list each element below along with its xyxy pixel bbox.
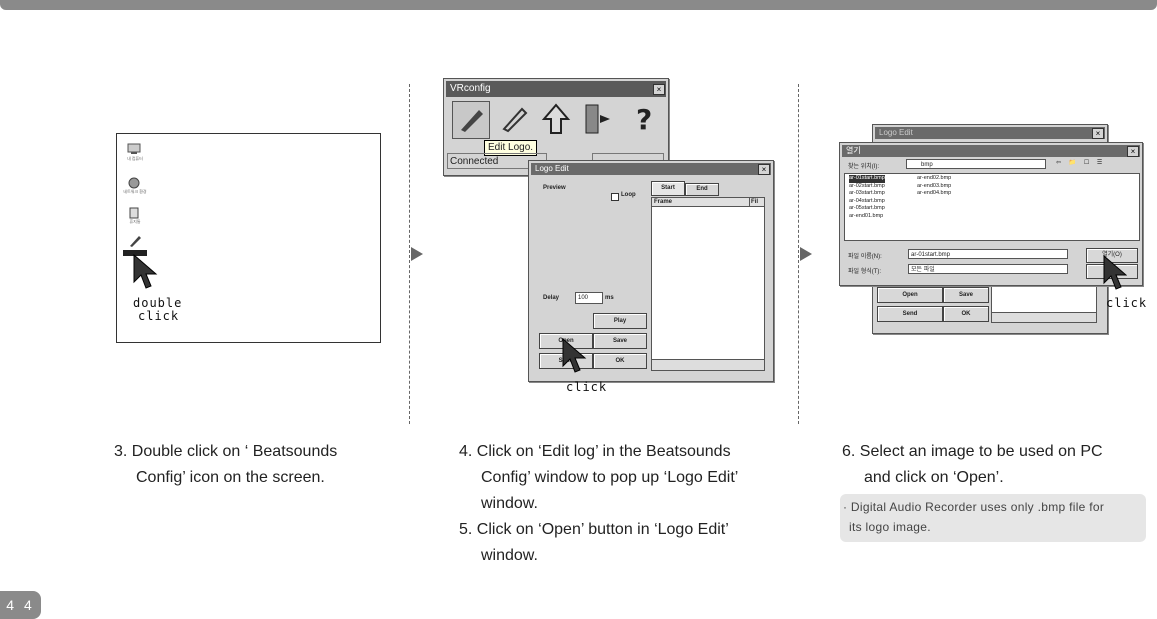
file-item[interactable]: ar-05start.bmp [849, 205, 885, 212]
desktop-icon-label: 내 컴퓨터 [127, 156, 143, 161]
click-annotation: click [1106, 296, 1148, 310]
panel-divider-1 [409, 84, 410, 424]
tab-start[interactable]: Start [651, 181, 685, 196]
file-list-column-2: ar-end02.bmp ar-end03.bmp ar-end04.bmp [917, 175, 951, 198]
network-icon[interactable] [127, 176, 143, 190]
file-list-column-1: ar-01start.bmp ar-02start.bmp ar-03start… [849, 175, 885, 221]
delay-unit: ms [605, 295, 614, 301]
click-annotation: click [566, 380, 608, 394]
mouse-cursor-icon [133, 254, 158, 289]
close-icon[interactable]: × [1127, 146, 1139, 157]
step-arrow-icon [800, 247, 812, 261]
frame-list[interactable]: Frame Fil [651, 197, 765, 371]
open-dialog-titlebar: 열기 [842, 145, 1140, 157]
mouse-cursor-icon [1103, 255, 1127, 290]
recycle-bin-icon[interactable] [127, 206, 143, 220]
look-in-select[interactable]: bmp [906, 159, 1046, 169]
logo-edit-behind-titlebar: Logo Edit [875, 127, 1105, 139]
preview-label: Preview [543, 185, 566, 191]
frame-list[interactable] [991, 285, 1097, 323]
file-item[interactable]: ar-end02.bmp [917, 175, 952, 181]
loop-checkbox[interactable] [611, 193, 619, 201]
edit-logo-button[interactable] [452, 101, 490, 139]
save-button[interactable]: Save [593, 333, 647, 349]
step-6-caption: 6. Select an image to be used on PC and … [842, 439, 1103, 491]
vrconfig-toolbar: ? [450, 101, 660, 141]
caption-line: 5. Click on ‘Open’ button in ‘Logo Edit’ [459, 521, 729, 538]
ok-button[interactable]: OK [593, 353, 647, 369]
open-file-dialog: 열기 × 찾는 위치(I): bmp ⇦ 📁 ☐ ☰ ar-01start.bm… [839, 142, 1143, 286]
file-name-input[interactable]: ar-01start.bmp [908, 249, 1068, 259]
caption-line: Config’ icon on the screen. [136, 469, 325, 486]
vrconfig-titlebar: VRconfig [446, 81, 666, 97]
step-3-caption: 3. Double click on ‘ Beatsounds Config’ … [114, 439, 337, 491]
logo-edit-title: Logo Edit [535, 164, 569, 173]
caption-line: Config’ window to pop up ‘Logo Edit’ [481, 469, 739, 486]
play-button[interactable]: Play [593, 313, 647, 329]
file-name-label: 파일 이름(N): [848, 254, 882, 260]
step-arrow-icon [411, 247, 423, 261]
panel-divider-2 [798, 84, 799, 424]
logo-edit-titlebar: Logo Edit [531, 163, 771, 175]
page-number: 4 4 [0, 591, 41, 619]
double-click-annotation: double click [133, 296, 183, 323]
desktop-screenshot: 내 컴퓨터 네트워크 환경 휴지통 double click [116, 133, 381, 343]
horizontal-scrollbar[interactable] [992, 312, 1096, 322]
close-icon[interactable]: × [653, 84, 665, 95]
top-decorative-bar [0, 0, 1157, 10]
file-item[interactable]: ar-end01.bmp [849, 212, 884, 219]
file-item[interactable]: ar-03start.bmp [849, 190, 885, 197]
caption-line: 6. Select an image to be used on PC [842, 443, 1103, 460]
save-button[interactable]: Save [943, 287, 989, 303]
horizontal-scrollbar[interactable] [652, 359, 764, 370]
pencil-icon[interactable] [496, 101, 532, 137]
open-button[interactable]: Open [877, 287, 943, 303]
loop-label: Loop [621, 192, 636, 198]
file-item[interactable]: ar-end03.bmp [917, 182, 952, 189]
file-item[interactable]: ar-end04.bmp [917, 190, 952, 197]
fil-column-header[interactable]: Fil [750, 198, 764, 207]
exit-door-icon[interactable] [578, 101, 614, 137]
svg-text:?: ? [636, 103, 652, 136]
vrconfig-title: VRconfig [450, 83, 491, 94]
close-icon[interactable]: × [758, 164, 770, 175]
note-line: · Digital Audio Recorder uses only .bmp … [843, 500, 1105, 514]
ok-button[interactable]: OK [943, 306, 989, 322]
file-type-label: 파일 형식(T): [848, 269, 882, 275]
file-type-select[interactable]: 모든 파일 [908, 264, 1068, 274]
my-computer-icon[interactable] [127, 142, 143, 156]
selected-icon-label [123, 250, 147, 256]
bmp-note-box: · Digital Audio Recorder uses only .bmp … [840, 494, 1146, 542]
file-item[interactable]: ar-04start.bmp [849, 197, 885, 204]
beatsounds-config-icon[interactable] [127, 234, 143, 248]
file-list[interactable]: ar-01start.bmp ar-02start.bmp ar-03start… [844, 173, 1140, 241]
caption-line: 3. Double click on ‘ Beatsounds [114, 443, 338, 460]
caption-line: window. [481, 495, 538, 512]
logo-edit-behind-title: Logo Edit [879, 128, 913, 137]
file-item[interactable]: ar-01start.bmp [849, 175, 885, 183]
upload-arrow-icon[interactable] [538, 101, 574, 137]
help-icon[interactable]: ? [626, 101, 662, 137]
note-line: its logo image. [849, 520, 931, 534]
edit-logo-tooltip: Edit Logo. [484, 140, 538, 156]
caption-line: and click on ‘Open’. [864, 469, 1004, 486]
delay-label: Delay [543, 295, 560, 301]
close-icon[interactable]: × [1092, 128, 1104, 139]
delay-input[interactable]: 100 [575, 292, 603, 304]
open-dialog-title: 열기 [846, 146, 861, 155]
frame-column-header[interactable]: Frame [652, 198, 750, 207]
caption-line: 4. Click on ‘Edit log’ in the Beatsounds [459, 443, 731, 460]
send-button[interactable]: Send [877, 306, 943, 322]
vrconfig-window: VRconfig × ? Edit Logo. Connected [443, 78, 669, 176]
folder-toolbar-icons[interactable]: ⇦ 📁 ☐ ☰ [1056, 160, 1106, 166]
desktop-icon-label: 휴지통 [129, 219, 141, 224]
tab-end[interactable]: End [685, 183, 719, 196]
look-in-label: 찾는 위치(I): [848, 164, 880, 170]
desktop-icon-label: 네트워크 환경 [123, 189, 147, 194]
caption-line: window. [481, 547, 538, 564]
file-item[interactable]: ar-02start.bmp [849, 182, 885, 189]
step-4-5-caption: 4. Click on ‘Edit log’ in the Beatsounds… [459, 439, 738, 569]
mouse-cursor-icon [562, 338, 587, 373]
